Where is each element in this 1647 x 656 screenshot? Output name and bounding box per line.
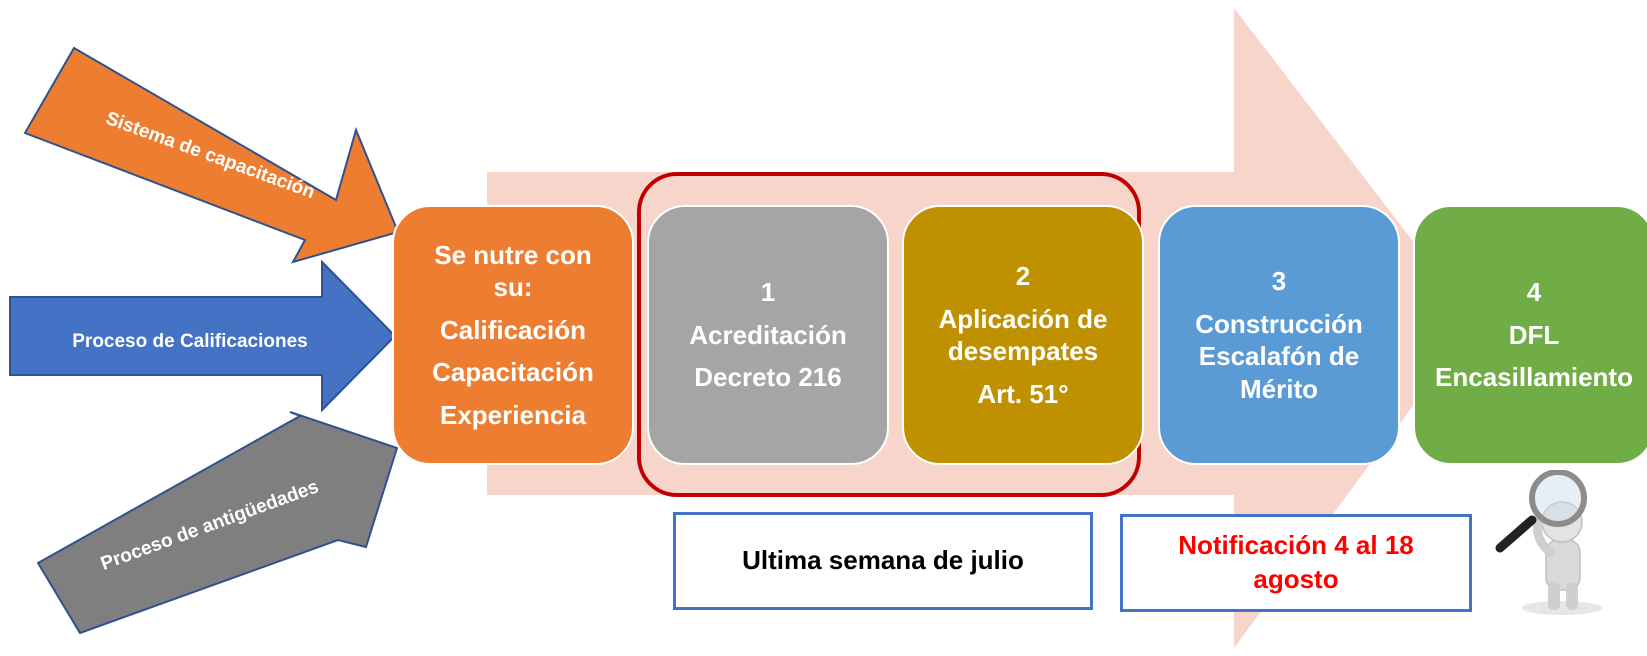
step-line: Aplicación de bbox=[938, 303, 1108, 334]
input-arrow-capacitacion bbox=[23, 46, 400, 264]
source-line: Capacitación bbox=[432, 357, 594, 388]
magnifier-person-icon bbox=[1495, 470, 1602, 615]
step-line: Construcción bbox=[1195, 308, 1363, 339]
step-box-2: 2 Aplicación de desempates Art. 51° bbox=[902, 205, 1144, 465]
step-line: desempates bbox=[947, 336, 1099, 366]
step-number: 1 bbox=[760, 277, 776, 308]
input-arrow-antiguedades bbox=[36, 411, 399, 635]
note-line: agosto bbox=[1253, 564, 1339, 594]
step-number: 2 bbox=[1015, 261, 1031, 291]
step-number: 4 bbox=[1526, 277, 1542, 308]
date-note-notificacion: Notificación 4 al 18 agosto bbox=[1120, 514, 1472, 612]
note-line: Ultima semana de julio bbox=[742, 545, 1024, 576]
step-line: Encasillamiento bbox=[1435, 362, 1633, 393]
input-arrow-calificaciones bbox=[9, 259, 397, 413]
source-line: Experiencia bbox=[440, 399, 586, 430]
step-line: Acreditación bbox=[689, 319, 847, 350]
step-number: 3 bbox=[1271, 266, 1287, 296]
note-line: Notificación 4 al 18 bbox=[1178, 530, 1414, 561]
step-line: Escalafón de bbox=[1198, 341, 1360, 371]
step-line: Mérito bbox=[1240, 373, 1318, 404]
step-box-1: 1 Acreditación Decreto 216 bbox=[647, 205, 889, 465]
input-label-calificaciones: Proceso de Calificaciones bbox=[72, 331, 308, 352]
source-line: Calificación bbox=[440, 314, 586, 345]
source-line: Se nutre con bbox=[434, 239, 592, 270]
step-box-3: 3 Construcción Escalafón de Mérito bbox=[1158, 205, 1400, 465]
step-line: Art. 51° bbox=[977, 378, 1069, 409]
source-box: Se nutre con su: Calificación Capacitaci… bbox=[392, 205, 634, 465]
source-line: su: bbox=[493, 272, 533, 303]
step-line: Decreto 216 bbox=[694, 362, 842, 393]
date-note-julio: Ultima semana de julio bbox=[673, 512, 1093, 610]
step-box-4: 4 DFL Encasillamiento bbox=[1413, 205, 1647, 465]
step-line: DFL bbox=[1508, 319, 1560, 350]
